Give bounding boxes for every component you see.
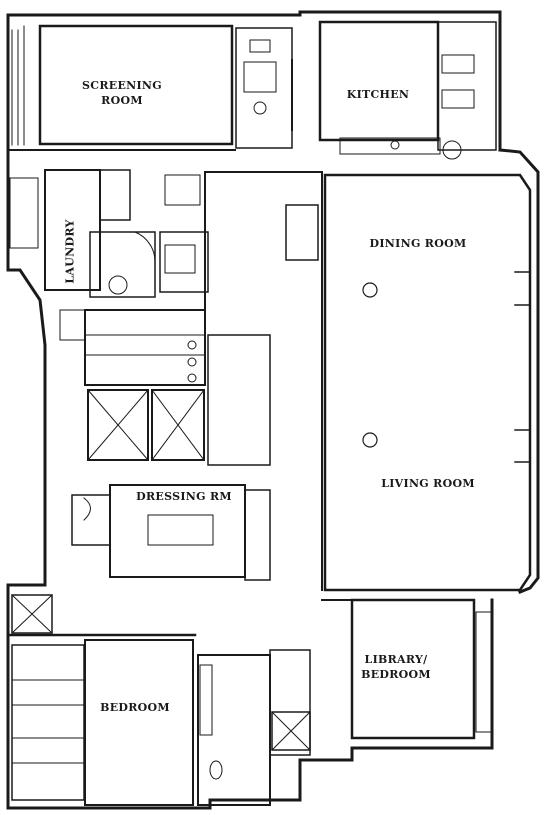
- library-walls: [321, 598, 493, 740]
- library-bedroom-label: LIBRARY/ BEDROOM: [356, 652, 436, 682]
- screening-room-walls: [7, 24, 293, 151]
- dining-living-walls: [323, 173, 532, 592]
- dining-room-label: DINING ROOM: [369, 237, 467, 250]
- laundry-label: LAUNDRY: [63, 219, 77, 284]
- bedroom-walls: [6, 594, 197, 806]
- screening-room-label-line1: SCREENING: [82, 79, 162, 92]
- kitchen-label: KITCHEN: [346, 88, 410, 101]
- screening-room-label-line2: ROOM: [101, 94, 143, 107]
- core-stairs-elevators: [84, 309, 271, 466]
- outer-walls: [6, 10, 540, 810]
- bath-walls: [197, 649, 311, 806]
- kitchen-walls: [291, 20, 497, 160]
- dressing-room-walls: [71, 484, 271, 581]
- library-bedroom-label-line2: BEDROOM: [361, 668, 431, 681]
- bedroom-label: BEDROOM: [100, 701, 170, 714]
- gallery-walls: [204, 171, 323, 591]
- screening-room-label: SCREENING ROOM: [82, 78, 162, 108]
- laundry-walls: [9, 169, 209, 341]
- dressing-room-label: DRESSING RM: [136, 490, 232, 503]
- living-room-label: LIVING ROOM: [381, 477, 475, 490]
- library-bedroom-label-line1: LIBRARY/: [364, 653, 428, 666]
